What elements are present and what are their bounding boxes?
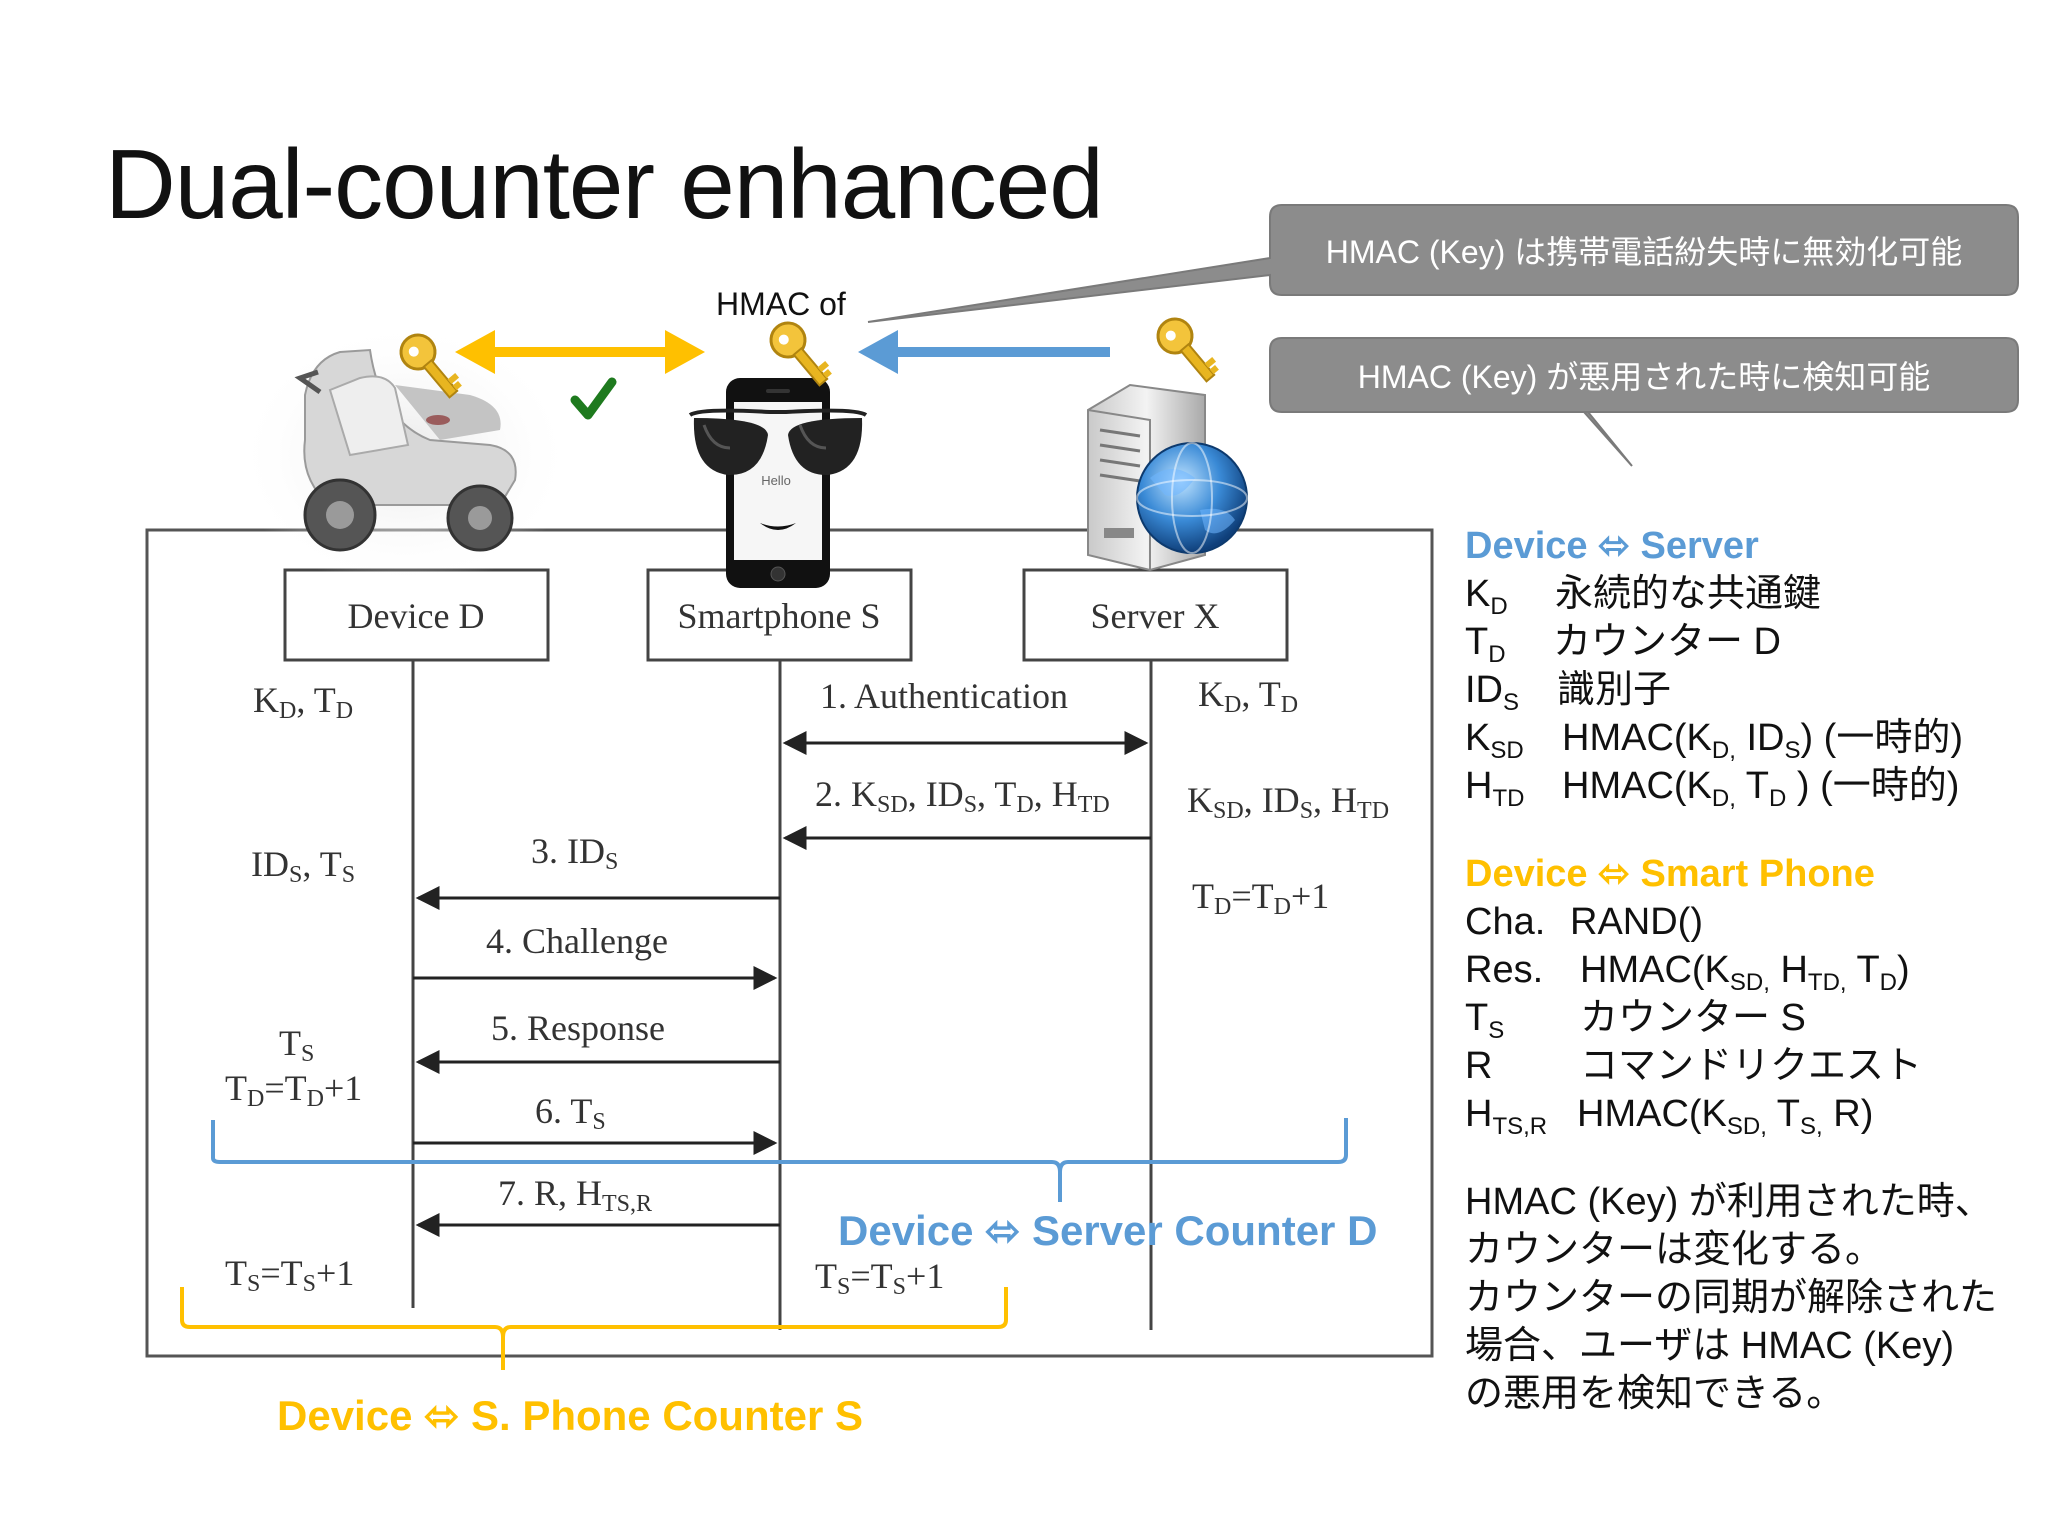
key-icon-smartphone (769, 321, 832, 387)
legend-note-line: の悪用を検知できる。 (1465, 1373, 1845, 1415)
legend-server-symbol: TD (1465, 621, 1506, 668)
device-state-td-inc: TD=TD+1 (225, 1068, 362, 1112)
msg3-label: 3. IDS (531, 831, 618, 875)
smartphone-label: Smartphone S (678, 596, 881, 636)
server-image (1087, 383, 1248, 572)
phone-counter-label: Device ⬄ S. Phone Counter S (277, 1392, 863, 1439)
legend-server-symbol: IDS (1465, 669, 1520, 716)
legend-phone-rows: Cha. RAND() Res. HMAC(KSD, HTD, TD) TS カウンター … (1465, 898, 2025, 1140)
legend-note: HMAC (Key) が利用された時、カウンターは変化する。カウンターの同期が解… (1465, 1178, 2025, 1418)
msg5-label: 5. Response (491, 1008, 665, 1048)
device-state-ts-inc: TS=TS+1 (225, 1253, 354, 1297)
legend-server-symbol: KD (1465, 573, 1508, 620)
phone-state-ts-inc: TS=TS+1 (815, 1256, 944, 1300)
server-label: Server X (1091, 596, 1220, 636)
callout-bottom-text: HMAC (Key) が悪用された時に検知可能 (1358, 359, 1930, 395)
gold-double-arrow (455, 330, 705, 374)
legend-note-line: カウンターは変化する。 (1465, 1229, 1884, 1271)
legend-server-description: カウンター D (1553, 621, 1782, 663)
legend-server-header: Device ⬄ Server (1465, 525, 1759, 567)
legend-note-line: カウンターの同期が解除された (1465, 1277, 1998, 1319)
phone-hello: Hello (761, 473, 791, 488)
legend-panel: Device ⬄ Server KD 永続的な共通鍵 TD カウンター D IDS 識別子… (1465, 522, 2025, 1418)
legend-server-symbol: HTD (1465, 765, 1525, 812)
legend-server-description: HMAC(KD, IDS) (一時的) (1562, 717, 1963, 764)
legend-phone-symbol: Cha. (1465, 901, 1546, 943)
server-box (1022, 568, 1289, 662)
legend-phone-row: Cha. RAND() (1465, 898, 2025, 946)
server-counter-label: Device ⬄ Server Counter D (838, 1207, 1378, 1254)
legend-note-line: 場合、ユーザは HMAC (Key) (1465, 1325, 1955, 1367)
legend-phone-symbol: R (1465, 1045, 1493, 1087)
key-icon-server (1156, 317, 1219, 383)
legend-server-row: KD 永続的な共通鍵 (1465, 570, 2025, 620)
scooter-image (235, 320, 575, 590)
legend-phone-symbol: HTS,R (1465, 1093, 1548, 1140)
msg2-label: 2. KSD, IDS, TD, HTD (815, 774, 1110, 818)
legend-phone-symbol: Res. (1465, 949, 1544, 991)
device-state-ts: TS (279, 1023, 314, 1067)
legend-server-description: HMAC(KD, TD ) (一時的) (1562, 765, 1960, 812)
legend-note-line: HMAC (Key) が利用された時、 (1465, 1181, 1993, 1223)
legend-server-description: 永続的な共通鍵 (1555, 573, 1822, 615)
legend-server-symbol: KSD (1465, 717, 1524, 764)
legend-phone-row: TS カウンター S (1465, 994, 2025, 1044)
callout-top-shape (867, 204, 2019, 323)
device-state-kd-td: KD, TD (253, 680, 353, 724)
msg1-label: 1. Authentication (820, 676, 1068, 716)
smartphone-box (646, 568, 913, 662)
check-icon (570, 377, 617, 420)
legend-phone-description: RAND() (1570, 901, 1703, 943)
legend-server-description: 識別子 (1557, 669, 1672, 711)
blue-arrow (858, 330, 1110, 374)
legend-phone-row: R コマンドリクエスト (1465, 1042, 2025, 1090)
server-state-td-inc: TD=TD+1 (1192, 876, 1329, 920)
legend-phone-header: Device ⬄ Smart Phone (1465, 853, 1875, 895)
globe-icon (1136, 442, 1248, 554)
sunglasses-icon (688, 408, 868, 476)
phone-smile (760, 523, 796, 530)
device-label: Device D (348, 596, 485, 636)
gold-brace (180, 1287, 1008, 1370)
callout-abuse-detect: HMAC (Key) が悪用された時に検知可能 (1269, 337, 2019, 467)
msg7-label: 7. R, HTS,R (498, 1173, 652, 1217)
legend-phone-description: HMAC(KSD, HTD, TD) (1580, 949, 1910, 996)
device-state-ids-ts: IDS, TS (251, 844, 355, 888)
legend-server-row: HTD HMAC(KD, TD ) (一時的) (1465, 762, 2025, 812)
callout-top-text: HMAC (Key) は携帯電話紛失時に無効化可能 (1326, 234, 1962, 270)
msg4-label: 4. Challenge (486, 921, 668, 961)
legend-phone-description: コマンドリクエスト (1580, 1045, 1923, 1087)
legend-phone-row: Res. HMAC(KSD, HTD, TD) (1465, 946, 2025, 996)
msg6-label: 6. TS (535, 1091, 606, 1135)
legend-phone-description: HMAC(KSD, TS, R) (1577, 1093, 1874, 1140)
callout-bottom-shape (1269, 337, 2019, 467)
legend-server-rows: KD 永続的な共通鍵 TD カウンター D IDS 識別子 KSD HMAC(KD, IDS)… (1465, 570, 2025, 812)
hmac-of-label: HMAC of (716, 286, 846, 322)
callout-lost-phone: HMAC (Key) は携帯電話紛失時に無効化可能 (867, 204, 2019, 323)
blue-brace (211, 1118, 1348, 1202)
legend-phone-description: カウンター S (1580, 997, 1806, 1039)
legend-phone-row: HTS,R HMAC(KSD, TS, R) (1465, 1090, 2025, 1140)
legend-server-row: KSD HMAC(KD, IDS) (一時的) (1465, 714, 2025, 764)
server-state-kd-td: KD, TD (1198, 674, 1298, 718)
key-icon-device (399, 333, 462, 399)
legend-phone-symbol: TS (1465, 997, 1505, 1044)
legend-server-row: IDS 識別子 (1465, 666, 2025, 716)
slide-title: Dual-counter enhanced (105, 129, 1104, 239)
server-state-ksd: KSD, IDS, HTD (1187, 780, 1389, 824)
legend-server-row: TD カウンター D (1465, 618, 2025, 668)
